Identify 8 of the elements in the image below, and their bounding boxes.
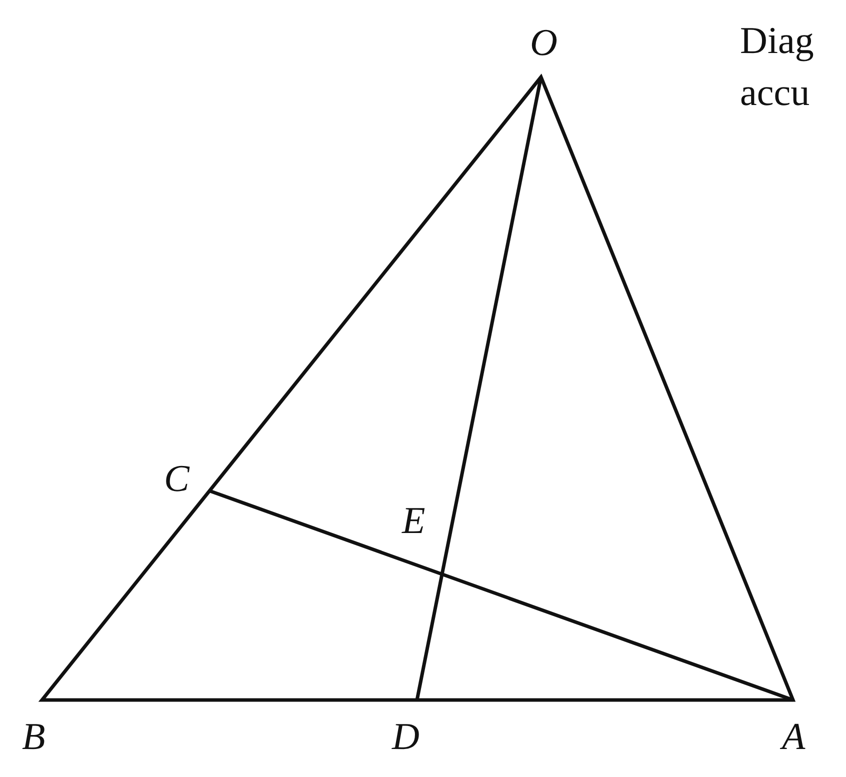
point-label: C [164, 460, 190, 498]
note-text: accu [740, 74, 810, 112]
point-label: D [392, 718, 420, 756]
note-text: Diag [740, 22, 814, 60]
point-label: B [22, 718, 46, 756]
point-label: A [782, 718, 806, 756]
point-label: O [530, 24, 558, 62]
point-label: E [402, 502, 426, 540]
